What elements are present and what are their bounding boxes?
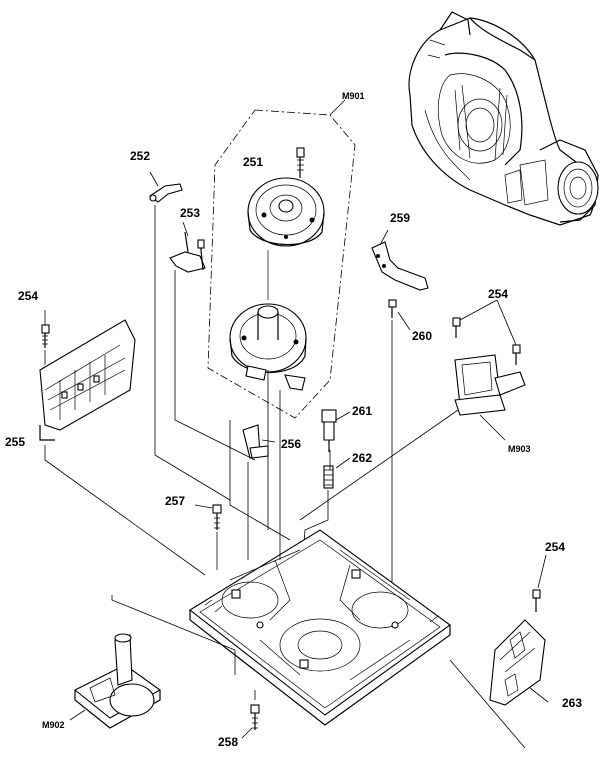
label-254-lower-right: 254 <box>545 540 565 554</box>
part-252 <box>149 171 231 501</box>
part-263-bracket <box>449 619 549 749</box>
label-254-left: 254 <box>18 289 38 303</box>
part-261-roller <box>321 409 351 452</box>
label-m901: M901 <box>342 91 365 101</box>
label-261: 261 <box>352 404 372 418</box>
m901-group-outline <box>207 99 356 419</box>
part-258-screw <box>241 690 260 739</box>
part-254-screw-lower-right <box>532 554 547 612</box>
label-254-right: 254 <box>488 287 508 301</box>
part-labels: M901 251 252 253 254 255 256 257 258 259… <box>5 91 582 749</box>
main-chassis <box>189 529 451 726</box>
drum-upper-251 <box>247 147 325 247</box>
label-262: 262 <box>352 451 372 465</box>
part-m902-motor <box>69 595 236 729</box>
label-m902: M902 <box>42 720 65 730</box>
part-m903-motor <box>299 354 526 521</box>
camcorder-illustration <box>408 11 599 226</box>
label-251: 251 <box>243 155 263 169</box>
assembly-leader-lines <box>229 370 331 560</box>
part-259-lever <box>371 229 429 291</box>
part-257-screw <box>194 504 222 570</box>
drum-lower-m901 <box>229 250 307 391</box>
part-256 <box>242 424 276 560</box>
label-258: 258 <box>218 735 238 749</box>
label-m903: M903 <box>508 444 531 454</box>
label-263: 263 <box>562 696 582 710</box>
label-257: 257 <box>165 494 185 508</box>
label-260: 260 <box>412 329 432 343</box>
part-260-screw <box>388 299 411 595</box>
label-253: 253 <box>180 206 200 220</box>
label-256: 256 <box>281 437 301 451</box>
part-255-bracket <box>39 319 206 576</box>
label-255: 255 <box>5 435 25 449</box>
part-254-screw-left <box>41 310 50 365</box>
part-253 <box>169 221 256 461</box>
part-254-screws-right <box>452 299 521 365</box>
label-259: 259 <box>390 211 410 225</box>
label-252: 252 <box>130 149 150 163</box>
